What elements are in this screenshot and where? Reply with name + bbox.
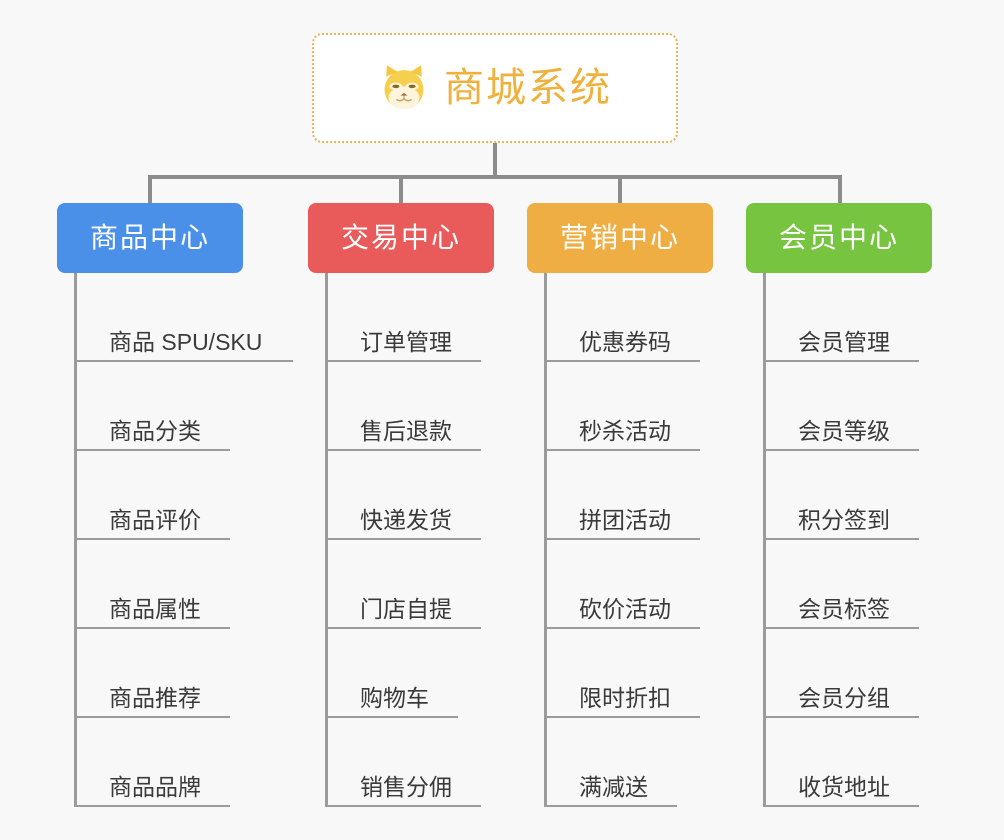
list-item[interactable]: 积分签到 <box>766 451 932 540</box>
list-item[interactable]: 限时折扣 <box>547 629 713 718</box>
leaf-underline <box>766 805 919 807</box>
leaf-label: 秒杀活动 <box>579 418 671 444</box>
leaf-label: 会员管理 <box>798 329 890 355</box>
leaf-label: 商品属性 <box>109 596 201 622</box>
list-item[interactable]: 快递发货 <box>328 451 494 540</box>
branch-product-center: 商品中心 商品 SPU/SKU 商品分类 商品评价 商品属性 商品推荐 <box>57 203 293 807</box>
list-item[interactable]: 购物车 <box>328 629 494 718</box>
root-title: 商城系统 <box>444 66 612 110</box>
connector-drop-3 <box>618 175 622 205</box>
leaf-list-product-center: 商品 SPU/SKU 商品分类 商品评价 商品属性 商品推荐 商品品牌 <box>74 273 293 807</box>
leaf-underline <box>77 449 230 451</box>
list-item[interactable]: 会员分组 <box>766 629 932 718</box>
category-box-marketing-center[interactable]: 营销中心 <box>527 203 713 273</box>
leaf-underline <box>328 360 481 362</box>
category-box-product-center[interactable]: 商品中心 <box>57 203 243 273</box>
leaf-label: 购物车 <box>360 685 429 711</box>
leaf-underline <box>766 449 919 451</box>
leaf-underline <box>77 805 230 807</box>
leaf-underline <box>328 805 481 807</box>
root-node[interactable]: 商城系统 <box>312 33 678 143</box>
leaf-list-member-center: 会员管理 会员等级 积分签到 会员标签 会员分组 收货地址 <box>763 273 932 807</box>
leaf-label: 优惠券码 <box>579 329 671 355</box>
list-item[interactable]: 会员管理 <box>766 273 932 362</box>
category-label-trade-center: 交易中心 <box>340 222 461 253</box>
connector-drop-1 <box>148 175 152 205</box>
leaf-underline <box>766 360 919 362</box>
leaf-label: 拼团活动 <box>579 507 671 533</box>
leaf-underline <box>77 360 293 362</box>
list-item[interactable]: 砍价活动 <box>547 540 713 629</box>
branch-member-center: 会员中心 会员管理 会员等级 积分签到 会员标签 会员分组 <box>746 203 932 807</box>
leaf-underline <box>547 538 700 540</box>
leaf-label: 订单管理 <box>360 329 452 355</box>
leaf-label: 砍价活动 <box>579 596 671 622</box>
leaf-label: 会员标签 <box>798 596 890 622</box>
leaf-underline <box>328 627 481 629</box>
leaf-underline <box>766 627 919 629</box>
list-item[interactable]: 商品 SPU/SKU <box>77 273 293 362</box>
list-item[interactable]: 商品评价 <box>77 451 243 540</box>
leaf-label: 商品品牌 <box>109 774 201 800</box>
list-item[interactable]: 销售分佣 <box>328 718 494 807</box>
category-box-member-center[interactable]: 会员中心 <box>746 203 932 273</box>
leaf-label: 售后退款 <box>360 418 452 444</box>
leaf-underline <box>547 360 700 362</box>
leaf-label: 商品分类 <box>109 418 201 444</box>
leaf-label: 积分签到 <box>798 507 890 533</box>
list-item[interactable]: 订单管理 <box>328 273 494 362</box>
leaf-label: 门店自提 <box>360 596 452 622</box>
leaf-underline <box>766 538 919 540</box>
leaf-underline <box>77 627 230 629</box>
leaf-label: 会员分组 <box>798 685 890 711</box>
leaf-underline <box>328 449 481 451</box>
list-item[interactable]: 拼团活动 <box>547 451 713 540</box>
leaf-underline <box>547 805 677 807</box>
list-item[interactable]: 满减送 <box>547 718 713 807</box>
list-item[interactable]: 商品属性 <box>77 540 243 629</box>
leaf-underline <box>766 716 919 718</box>
list-item[interactable]: 商品分类 <box>77 362 243 451</box>
leaf-label: 收货地址 <box>798 774 890 800</box>
connector-drop-2 <box>399 175 403 205</box>
leaf-list-trade-center: 订单管理 售后退款 快递发货 门店自提 购物车 销售分佣 <box>325 273 494 807</box>
category-label-member-center: 会员中心 <box>778 222 899 253</box>
leaf-label: 销售分佣 <box>360 774 452 800</box>
category-box-trade-center[interactable]: 交易中心 <box>308 203 494 273</box>
category-label-product-center: 商品中心 <box>89 222 210 253</box>
list-item[interactable]: 优惠券码 <box>547 273 713 362</box>
leaf-list-marketing-center: 优惠券码 秒杀活动 拼团活动 砍价活动 限时折扣 满减送 <box>544 273 713 807</box>
shiba-dog-icon <box>384 65 424 110</box>
leaf-underline <box>77 716 230 718</box>
leaf-underline <box>547 627 700 629</box>
connector-root-stem <box>493 143 497 177</box>
leaf-label: 满减送 <box>579 774 648 800</box>
leaf-underline <box>547 716 700 718</box>
leaf-label: 商品推荐 <box>109 685 201 711</box>
leaf-label: 快递发货 <box>360 507 452 533</box>
branch-marketing-center: 营销中心 优惠券码 秒杀活动 拼团活动 砍价活动 限时折扣 <box>527 203 713 807</box>
list-item[interactable]: 秒杀活动 <box>547 362 713 451</box>
connector-drop-4 <box>838 175 842 205</box>
branch-trade-center: 交易中心 订单管理 售后退款 快递发货 门店自提 购物车 <box>308 203 494 807</box>
category-label-marketing-center: 营销中心 <box>559 222 680 253</box>
leaf-underline <box>328 716 458 718</box>
list-item[interactable]: 会员等级 <box>766 362 932 451</box>
list-item[interactable]: 商品推荐 <box>77 629 243 718</box>
leaf-label: 会员等级 <box>798 418 890 444</box>
list-item[interactable]: 售后退款 <box>328 362 494 451</box>
leaf-underline <box>77 538 230 540</box>
leaf-underline <box>328 538 481 540</box>
connector-horizontal-bus <box>148 175 842 179</box>
list-item[interactable]: 门店自提 <box>328 540 494 629</box>
leaf-label: 商品 SPU/SKU <box>109 329 263 355</box>
leaf-underline <box>547 449 700 451</box>
list-item[interactable]: 商品品牌 <box>77 718 243 807</box>
leaf-label: 商品评价 <box>109 507 201 533</box>
list-item[interactable]: 收货地址 <box>766 718 932 807</box>
list-item[interactable]: 会员标签 <box>766 540 932 629</box>
leaf-label: 限时折扣 <box>579 685 671 711</box>
